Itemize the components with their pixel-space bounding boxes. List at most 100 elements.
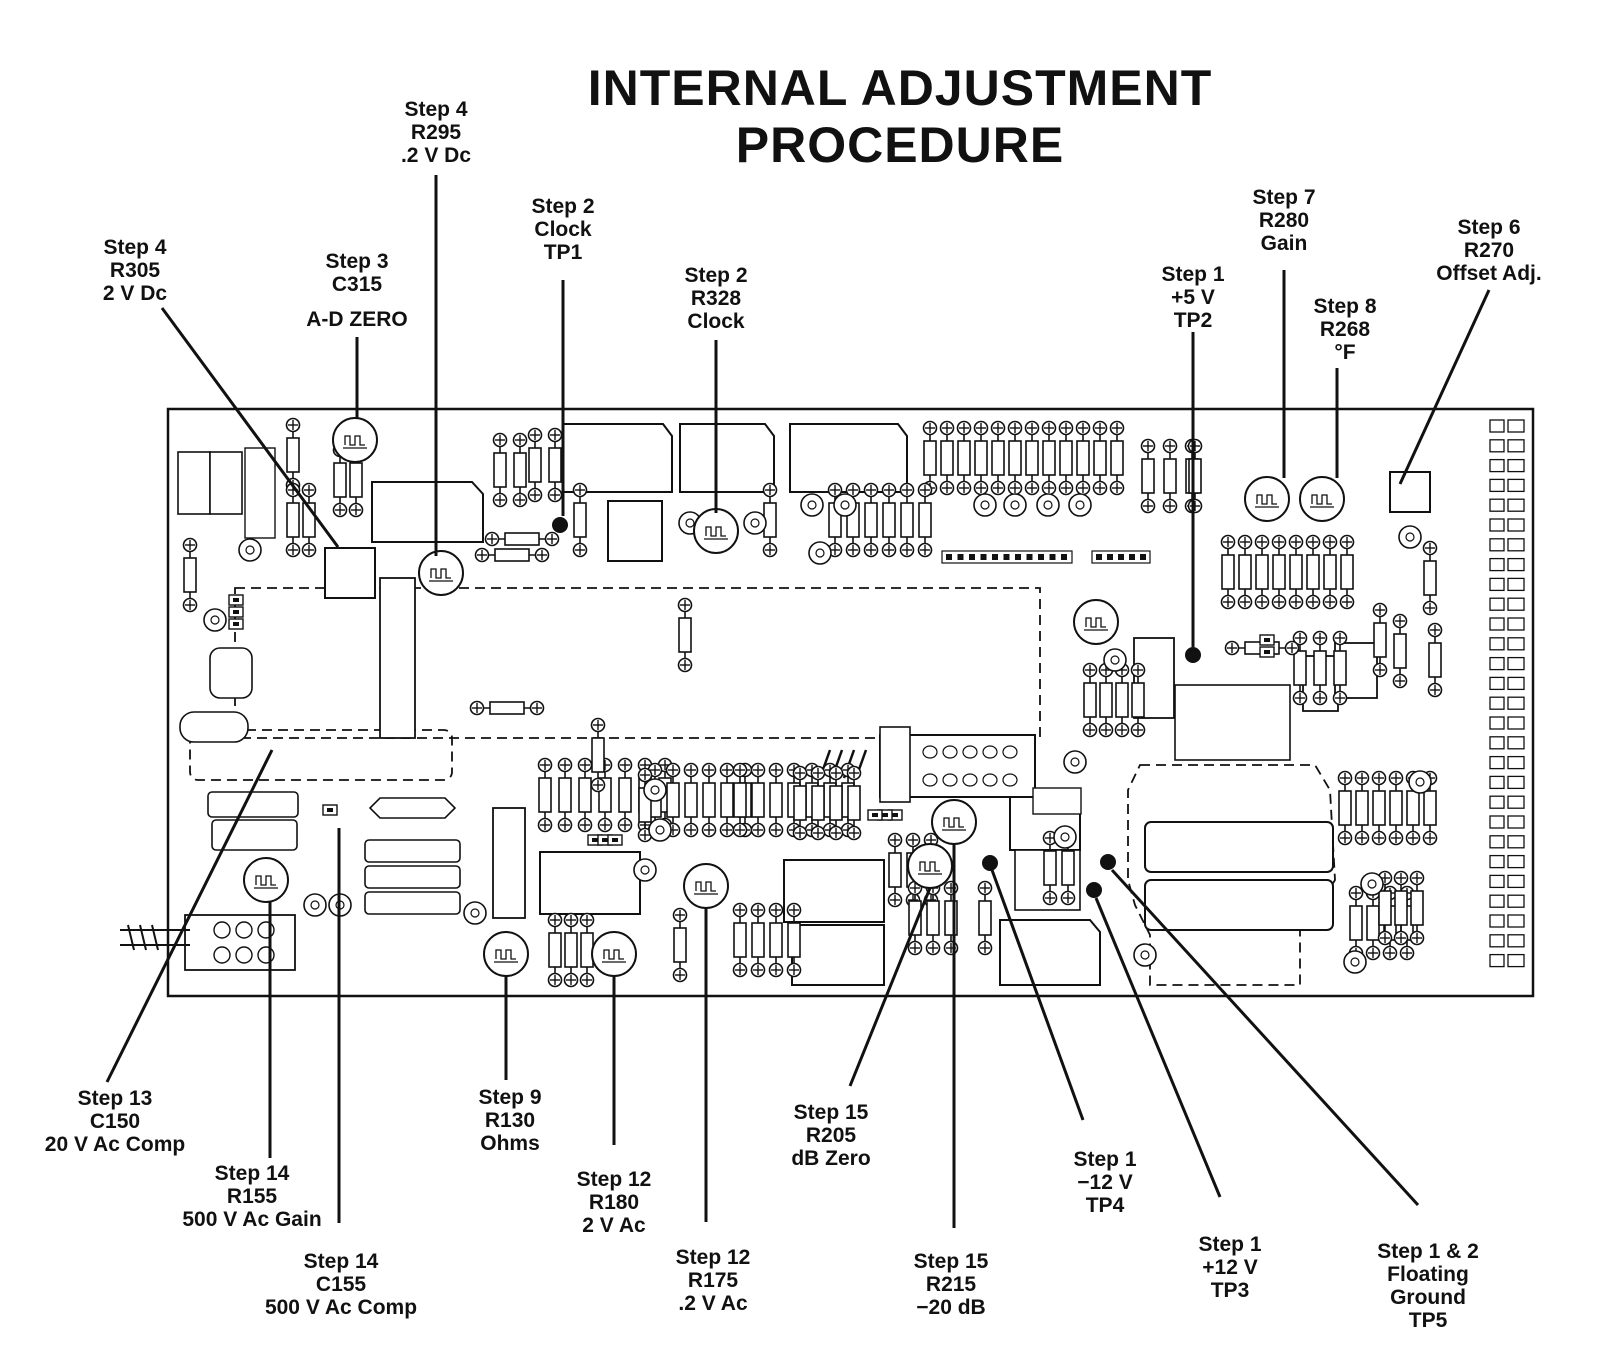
callout-line: Step 7 [1252, 186, 1316, 209]
callout-line: R280 [1258, 209, 1310, 232]
edge-finger [1507, 656, 1525, 671]
callout-line: Step 9 [478, 1086, 542, 1109]
board-component [1239, 536, 1252, 609]
sip-pad [1061, 554, 1067, 560]
sip-pad [1107, 554, 1113, 560]
callout-line: .2 V Ac [678, 1292, 748, 1315]
callout-line: −20 dB [916, 1296, 986, 1319]
edge-finger [1489, 815, 1505, 829]
sip-pad [946, 554, 952, 560]
callout-line: 2 V Dc [102, 282, 168, 305]
edge-finger [1489, 577, 1505, 592]
board-component [238, 538, 262, 562]
board-component [867, 809, 883, 821]
board-component [1360, 872, 1384, 896]
callout-line: C150 [89, 1110, 141, 1133]
board-component [592, 719, 605, 792]
callout-line: Step 15 [793, 1101, 869, 1124]
callout-line: +12 V [1202, 1256, 1258, 1279]
edge-finger [1489, 458, 1505, 473]
edge-finger [1507, 795, 1525, 809]
board-component [476, 549, 549, 562]
board-component [734, 904, 747, 977]
callout-line: Step 12 [576, 1168, 652, 1191]
board-component [958, 422, 971, 495]
board-component [565, 914, 578, 987]
sip-pad [980, 554, 987, 560]
edge-finger [1507, 815, 1525, 829]
callout-line: Step 15 [913, 1250, 989, 1273]
board-component [1036, 493, 1060, 517]
board-component [679, 599, 692, 672]
callout-line: Step 1 [1198, 1233, 1262, 1256]
callout-line: R328 [690, 287, 742, 310]
callout-line: C155 [315, 1273, 367, 1296]
callout-step2-r328: Step 2 R328 Clock [684, 264, 747, 333]
callout-line: Ground [1390, 1286, 1466, 1309]
callout-step2-tp1: Step 2 Clock TP1 [531, 195, 594, 264]
edge-finger [1507, 577, 1525, 592]
board-component [463, 901, 487, 925]
callout-line: R215 [925, 1273, 977, 1296]
board-component [752, 904, 765, 977]
callout-line: +5 V [1171, 286, 1215, 309]
callout-line: A-D ZERO [306, 308, 408, 331]
callout-line: Step 14 [303, 1250, 379, 1273]
edge-finger [1489, 538, 1505, 552]
edge-finger [1507, 419, 1525, 433]
edge-finger [1489, 716, 1505, 730]
callout-line: Step 4 [103, 236, 167, 259]
callout-line: TP4 [1085, 1194, 1125, 1217]
callout-line: Ohms [480, 1132, 540, 1155]
board-component [648, 818, 672, 842]
edge-finger [1489, 478, 1505, 493]
edge-finger [1507, 676, 1525, 691]
edge-finger [1489, 795, 1505, 809]
board-component [1053, 825, 1077, 849]
callout-line: °F [1334, 341, 1356, 364]
edge-finger [1489, 953, 1505, 968]
edge-finger [1489, 755, 1505, 770]
sip-pad [1140, 554, 1146, 560]
edge-finger [1507, 894, 1525, 908]
callout-line: Offset Adj. [1436, 262, 1542, 285]
edge-finger [1489, 637, 1505, 651]
board-component [830, 767, 843, 840]
board-component [833, 493, 857, 517]
board-component [539, 759, 552, 832]
board-component [643, 778, 667, 802]
callout-line: R130 [484, 1109, 536, 1132]
callout-step3-c315: Step 3 C315 A-D ZERO [306, 250, 408, 331]
edge-finger [1507, 597, 1525, 611]
board-component [1390, 772, 1403, 845]
callout-line: Clock [687, 310, 745, 333]
edge-finger [1489, 656, 1505, 671]
board-component [1350, 887, 1363, 960]
callout-line: Step 1 & 2 [1377, 1240, 1479, 1263]
board-component [1343, 950, 1367, 974]
callout-step1-tp4: Step 1 −12 V TP4 [1073, 1148, 1136, 1217]
board-component [808, 541, 832, 565]
board-component [1009, 422, 1022, 495]
board-component [1341, 536, 1354, 609]
board-component [1026, 422, 1039, 495]
edge-finger [1507, 498, 1525, 512]
board-component [770, 764, 783, 837]
edge-finger [1507, 557, 1525, 572]
board-component [1068, 493, 1092, 517]
sip-pad [1003, 554, 1010, 560]
callout-step7-r280: Step 7 R280 Gain [1252, 186, 1315, 255]
board-component [184, 539, 197, 612]
board-component [1395, 872, 1408, 945]
board-component [1164, 440, 1177, 513]
board-component [607, 834, 623, 846]
board-component [1356, 772, 1369, 845]
edge-finger [1489, 419, 1505, 433]
board-component [734, 764, 747, 837]
board-component [633, 858, 657, 882]
board-component [1116, 664, 1129, 737]
board-component [303, 893, 327, 917]
board-component [574, 484, 587, 557]
